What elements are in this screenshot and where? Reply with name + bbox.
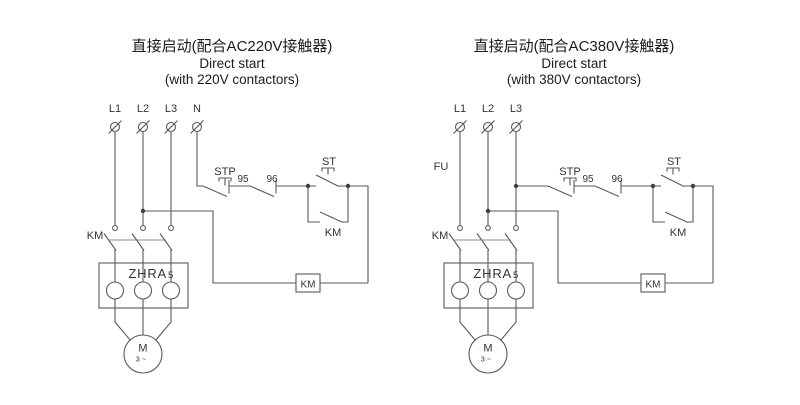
relay-element [450,281,470,300]
motor-circle [468,334,508,374]
motor-leads [459,299,517,341]
relay-element [161,281,181,300]
km-main-contacts: KM [432,225,519,251]
km-coil-box [640,273,666,293]
overload-terminal-95: 95 [237,174,249,185]
km-main-label: KM [87,230,104,242]
terminal-label-l1: L1 [109,103,121,115]
control-contact-blades [547,174,689,224]
junction-dot [485,208,491,214]
terminal-slashes [108,120,204,134]
terminal-label-l3: L3 [510,103,522,115]
motor-phase-label: 3 ~ [481,355,492,364]
diagram-direct-start-380v: 直接启动(配合AC380V接触器) Direct start (with 380… [432,38,714,374]
contact-pivot [513,225,519,231]
junction-dot [305,183,311,189]
power-wires [114,131,203,282]
diagram-direct-start-220v: 直接启动(配合AC220V接触器) Direct start (with 220… [87,38,369,374]
junction-dot [690,183,696,189]
km-coil-box [295,273,321,293]
stop-button-label: STP [214,166,235,178]
contact-pivot [457,225,463,231]
contact-blades [103,233,173,251]
terminal-label-l2: L2 [137,103,149,115]
control-contact-blades [202,174,344,224]
km-main-label: KM [432,230,449,242]
terminal-label-l3: L3 [165,103,177,115]
relay-element [105,281,125,300]
motor-phase-label: 3 ~ [136,355,147,364]
contact-pivot [485,225,491,231]
control-wires [488,185,714,284]
title-english-220v: Direct start [199,56,265,71]
terminal-label-l2: L2 [482,103,494,115]
terminal-slashes [453,120,523,134]
title-chinese-380v: 直接启动(配合AC380V接触器) [474,38,675,55]
relay-model-label: ZHRA [473,266,512,281]
title-subline-220v: (with 220V contactors) [165,72,299,87]
control-wires [143,185,369,284]
motor-label: M [483,343,492,355]
junction-dot [140,208,146,214]
motor-leads [114,299,172,341]
km-aux-contact-label: KM [325,227,342,239]
motor-symbol: M 3 ~ [459,299,517,374]
overload-terminal-96: 96 [266,174,278,185]
junction-dot [513,183,519,189]
km-coil: KM [640,273,666,293]
km-coil-label: KM [301,280,316,291]
junction-dot [345,183,351,189]
supply-terminals [108,120,204,134]
km-main-contacts: KM [87,225,174,251]
relay-model-sub: 5 [513,270,518,281]
power-wires [459,131,517,282]
overload-terminal-95: 95 [582,174,594,185]
contact-end-ticks [228,180,277,194]
fuse-label: FU [434,161,449,173]
terminal-label-n: N [193,103,201,115]
pushbutton-caps [218,167,335,186]
km-coil-label: KM [646,280,661,291]
motor-label: M [138,343,147,355]
supply-terminals [453,120,523,134]
relay-element [506,281,526,300]
relay-element [133,281,153,300]
motor-circle [123,334,163,374]
km-coil: KM [295,273,321,293]
title-chinese-220v: 直接启动(配合AC220V接触器) [132,38,333,55]
km-aux-contact-label: KM [670,227,687,239]
start-button-label: ST [322,156,336,168]
contact-pivot [112,225,118,231]
overload-terminal-96: 96 [611,174,623,185]
stop-button-label: STP [559,166,580,178]
contact-end-ticks [573,180,622,194]
title-subline-380v: (with 380V contactors) [507,72,641,87]
contact-pivot [168,225,174,231]
start-button-label: ST [667,156,681,168]
pushbutton-caps [563,167,680,186]
contact-pivot [140,225,146,231]
junction-dot [650,183,656,189]
terminal-label-l1: L1 [454,103,466,115]
relay-model-sub: 5 [168,270,173,281]
contact-blades [448,233,518,251]
motor-symbol: M 3 ~ [114,299,172,374]
relay-model-label: ZHRA [128,266,167,281]
title-english-380v: Direct start [541,56,607,71]
relay-element [478,281,498,300]
